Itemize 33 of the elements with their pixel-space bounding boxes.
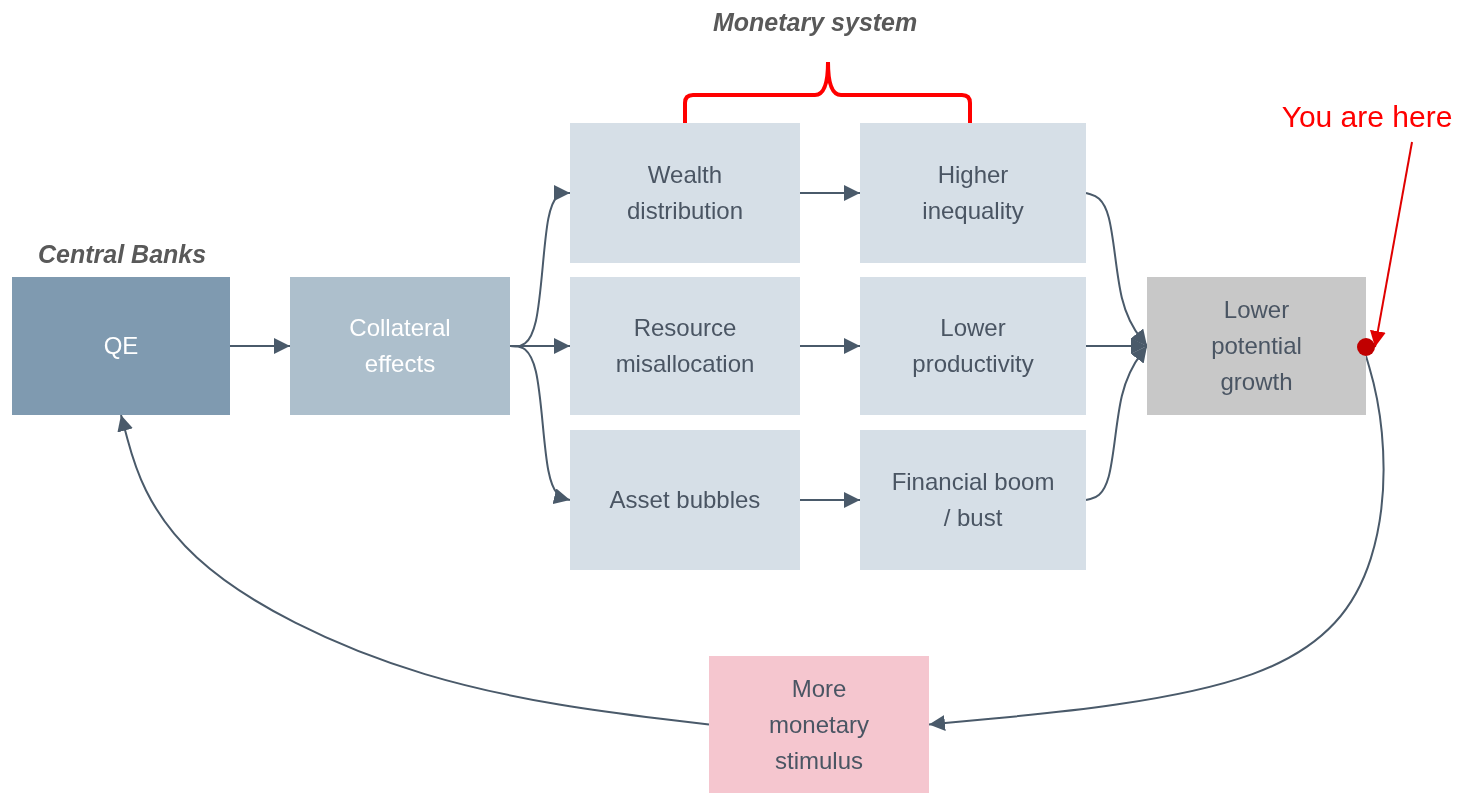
node-label: Financial boom / bust [890,467,1056,533]
node-label: More monetary stimulus [767,673,870,776]
process-box [570,430,800,570]
arrow [799,338,861,354]
arrow [799,185,861,201]
process-box [290,277,510,415]
process-box [709,656,929,793]
arrow [1085,192,1148,347]
node-label: QE [102,331,140,361]
process-box [570,277,800,415]
node-label: Lower productivity [911,313,1035,379]
leader-arrow [1369,141,1413,348]
node-label: Lower potential growth [1210,295,1303,397]
arrow [229,338,291,354]
process-box [860,123,1086,263]
arrow [799,492,861,508]
arrow [117,414,710,726]
process-box [1147,277,1366,415]
group-heading: Central Banks [38,240,207,269]
process-box [570,123,800,263]
arrow [509,345,571,505]
callout-text: You are here [1281,99,1453,135]
process-box [12,277,230,415]
bracket-label: Monetary system [713,8,918,37]
node-label: Collateral effects [348,313,452,379]
process-box [860,277,1086,415]
node-label: Wealth distribution [625,160,745,226]
arrow [1085,345,1148,501]
node-label: Asset bubbles [608,485,762,515]
arrow [1085,338,1148,354]
node-label: Resource misallocation [614,313,756,379]
process-box [860,430,1086,570]
node-label: Higher inequality [921,160,1025,226]
